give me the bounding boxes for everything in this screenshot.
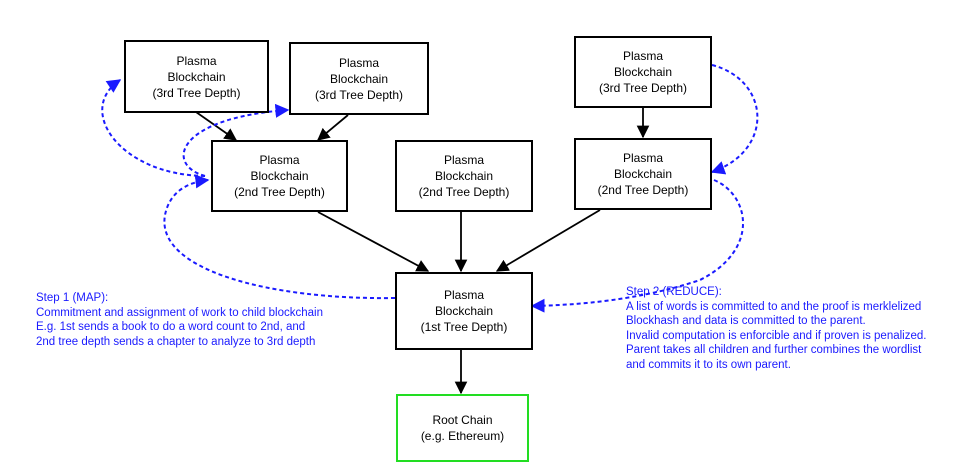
node-label-line: Plasma [622,151,663,165]
step1-annotation: Step 1 (MAP): Commitment and assignment … [36,291,323,349]
node-label-line: Plasma [259,153,300,167]
node-label-line: Blockchain [434,169,494,183]
dashed-arrow-d2right-to-d1 [530,179,744,313]
node-label-line: Blockchain [250,169,309,183]
step2-line: A list of words is committed to and the … [626,300,922,313]
dashed-arrow-d2left-to-d3mid [182,103,290,177]
node-root-chain: Root Chain (e.g. Ethereum) [396,394,529,462]
edge-d2right-to-d1 [495,209,601,272]
step2-line: and commits it to its own parent. [626,358,791,371]
step2-line: Parent takes all children and further co… [626,344,922,357]
node-d3-right: Plasma Blockchain (3rd Tree Depth) [574,36,712,108]
node-label-line: Blockchain [329,71,389,86]
edge-d2left-to-d1 [317,211,430,272]
dashed-arrow-d1-to-d2left [163,174,396,300]
step1-line: Commitment and assignment of work to chi… [36,306,323,319]
edge-d3left-to-d2left [195,111,238,141]
dashed-arrow-d2left-to-d3left [101,79,206,177]
node-label-line: Plasma [443,153,484,167]
step1-heading: Step 1 (MAP): [36,292,109,304]
edge-d3mid-to-d2left [317,114,349,141]
step1-line: 2nd tree depth sends a chapter to analyz… [36,335,316,348]
node-label-line: Blockchain [613,167,673,181]
step2-line: Blockhash and data is committed to the p… [626,315,866,328]
node-label-line: Plasma [443,288,484,302]
node-label-line: (e.g. Ethereum) [420,429,505,443]
node-d3-mid: Plasma Blockchain (3rd Tree Depth) [289,42,429,115]
node-label-line: Plasma [338,55,379,70]
node-label-line: Blockchain [613,65,673,79]
node-d2-mid: Plasma Blockchain (2nd Tree Depth) [395,140,533,212]
node-d2-left: Plasma Blockchain (2nd Tree Depth) [211,140,348,212]
node-d1: Plasma Blockchain (1st Tree Depth) [395,272,533,350]
node-label-line: Blockchain [167,69,226,84]
node-label-line: (3rd Tree Depth) [314,87,404,102]
node-label-line: (1st Tree Depth) [420,320,508,334]
step2-annotation: Step 2 (REDUCE): A list of words is comm… [626,285,926,373]
node-label-line: Plasma [176,53,217,68]
step2-heading: Step 2 (REDUCE): [626,286,722,298]
node-label-line: Plasma [622,49,663,63]
node-label-line: (3rd Tree Depth) [152,85,241,100]
node-label-line: (2nd Tree Depth) [597,183,689,197]
step1-line: E.g. 1st sends a book to do a word count… [36,321,306,334]
node-label-line: (2nd Tree Depth) [234,185,325,199]
dashed-arrow-d3right-to-d2right [710,64,759,175]
node-label-line: Root Chain [432,413,493,427]
node-label-line: Blockchain [434,304,494,318]
node-d2-right: Plasma Blockchain (2nd Tree Depth) [574,138,712,210]
step2-line: Invalid computation is enforcible and if… [626,329,927,342]
node-label-line: (2nd Tree Depth) [418,185,510,199]
node-d3-left: Plasma Blockchain (3rd Tree Depth) [124,40,269,113]
node-label-line: (3rd Tree Depth) [598,81,688,95]
